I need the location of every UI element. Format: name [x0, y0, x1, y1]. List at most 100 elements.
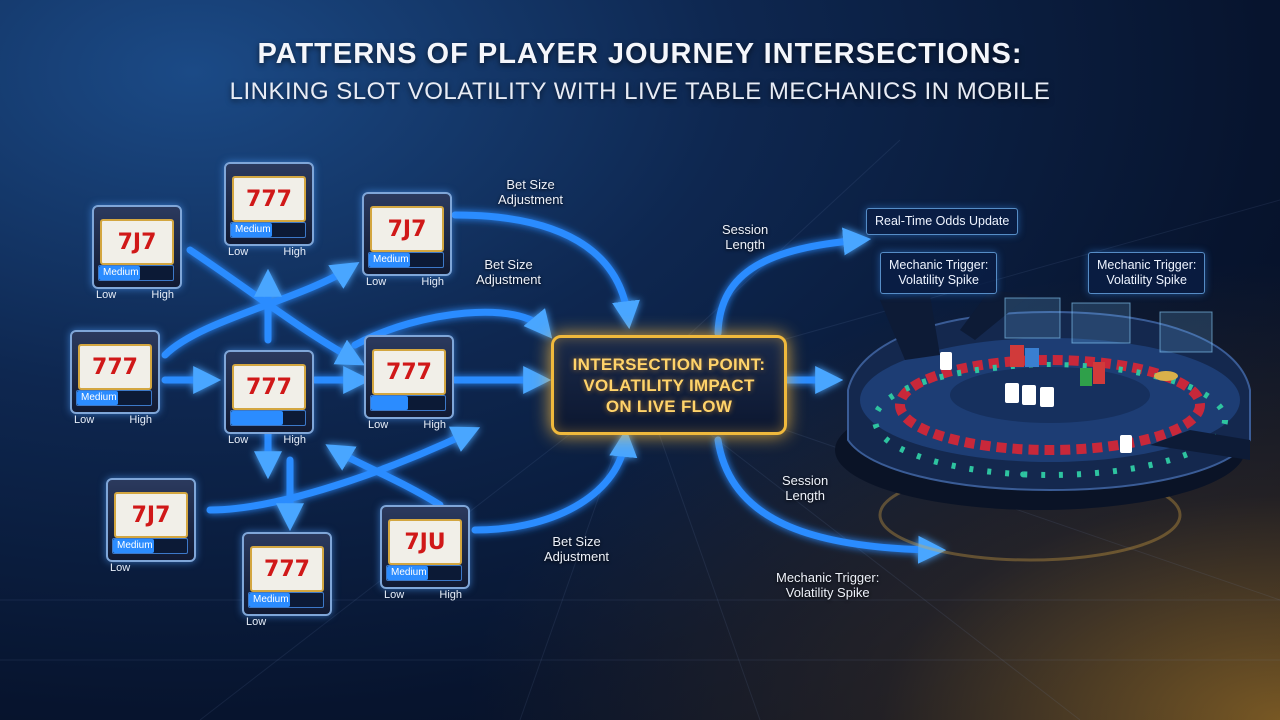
playing-card: [1120, 435, 1132, 453]
low-label: Low: [228, 434, 249, 446]
session-length-line-2: Length: [725, 237, 765, 252]
volatility-bar: Medium: [386, 565, 462, 581]
mechanic-trigger-line-2: Volatility Spike: [898, 273, 979, 287]
flow-arrow: [186, 246, 365, 366]
slot-machine: 7J7 Medium Low High: [92, 205, 182, 313]
holo-panel: [1159, 311, 1213, 353]
low-label: Low: [228, 246, 249, 258]
chip-stacks: [1010, 345, 1178, 386]
volatility-bar: Medium: [230, 222, 306, 238]
slot-reels: 777: [250, 546, 324, 592]
session-length-line-1: Session: [722, 222, 769, 237]
slot-machine: 7J7 Medium Low High: [362, 192, 452, 300]
mechanic-trigger-line-1: Mechanic Trigger:: [1097, 258, 1197, 272]
bet-size-line-2: Adjustment: [544, 549, 610, 564]
volatility-fill: [113, 539, 154, 553]
dealer-arm: [880, 295, 940, 360]
intersection-line-1: INTERSECTION POINT:: [572, 354, 766, 374]
reel-symbols: 7J7: [131, 502, 171, 528]
volatility-fill: [369, 253, 410, 267]
low-label: Low: [96, 289, 117, 301]
volatility-bar: Medium: [98, 265, 174, 281]
session-length-label: Session Length: [722, 222, 768, 252]
slot-machine: 777 Low High: [224, 350, 314, 458]
mechanic-trigger-line-1: Mechanic Trigger:: [889, 258, 989, 272]
slot-reels: 7JU: [388, 519, 462, 565]
volatility-fill: [249, 593, 290, 607]
slot-machine: 7J7 Medium Low: [106, 478, 196, 586]
slot-machine: 7JU Medium Low High: [380, 505, 470, 613]
intersection-line-2: VOLATILITY IMPACT: [583, 375, 755, 395]
reel-symbols: 7J7: [117, 229, 157, 255]
volatility-fill: [231, 223, 272, 237]
volatility-bar: Medium: [368, 252, 444, 268]
volatility-label: Medium: [81, 392, 117, 403]
flow-arrow: [351, 308, 553, 349]
reel-symbols: 777: [92, 354, 138, 380]
bet-size-line-1: Bet Size: [552, 534, 601, 549]
real-time-odds-tag: Real-Time Odds Update: [866, 208, 1019, 235]
low-label: Low: [74, 414, 95, 426]
low-label: Low: [384, 589, 405, 601]
high-label: High: [423, 419, 446, 431]
high-label: High: [421, 276, 444, 288]
table-chip-ring: [872, 362, 1228, 478]
table-inner-ring: [895, 355, 1205, 455]
slot-reels: 7J7: [114, 492, 188, 538]
flow-arrow: [714, 227, 872, 337]
bet-size-line-2: Adjustment: [498, 192, 564, 207]
mechanic-trigger-line-2: Volatility Spike: [785, 585, 870, 600]
volatility-bar: [370, 395, 446, 411]
low-label: Low: [246, 616, 267, 628]
intersection-point-node: INTERSECTION POINT: VOLATILITY IMPACT ON…: [551, 335, 787, 435]
title-line-1: PATTERNS OF PLAYER JOURNEY INTERSECTIONS…: [257, 38, 1023, 70]
volatility-label: Medium: [373, 254, 409, 265]
reel-symbols: 777: [246, 374, 292, 400]
flow-arrow: [161, 261, 360, 359]
playing-card: [1040, 387, 1054, 407]
reel-symbols: 7JU: [404, 529, 446, 555]
slot-machine: 777 Medium Low: [242, 532, 332, 640]
volatility-fill: [99, 266, 140, 280]
reel-symbols: 777: [264, 556, 310, 582]
volatility-label: Medium: [117, 540, 153, 551]
slot-machine: 777 Low High: [364, 335, 454, 443]
reel-symbols: 7J7: [387, 216, 427, 242]
slot-reels: 7J7: [100, 219, 174, 265]
player-arm: [1150, 430, 1250, 460]
playing-card: [1005, 383, 1019, 403]
session-length-line-1: Session: [782, 473, 829, 488]
volatility-fill: [387, 566, 428, 580]
volatility-bar: [230, 410, 306, 426]
slot-reels: 777: [232, 176, 306, 222]
slot-reels: 777: [232, 364, 306, 410]
volatility-label: Medium: [253, 594, 289, 605]
mechanic-trigger-line-1: Mechanic Trigger:: [776, 570, 880, 585]
bet-size-line-2: Adjustment: [476, 272, 542, 287]
slot-machine: 777 Medium Low High: [224, 162, 314, 270]
low-label: Low: [110, 562, 131, 574]
volatility-label: Medium: [391, 567, 427, 578]
volatility-label: Medium: [103, 267, 139, 278]
dealer-arm: [960, 290, 1030, 340]
high-label: High: [151, 289, 174, 301]
low-label: Low: [368, 419, 389, 431]
holo-panel: [1071, 302, 1131, 344]
bet-size-label: Bet Size Adjustment: [476, 257, 541, 287]
mechanic-trigger-tag: Mechanic Trigger: Volatility Spike: [1088, 252, 1206, 294]
high-label: High: [283, 246, 306, 258]
high-label: High: [283, 434, 306, 446]
slot-reels: 7J7: [370, 206, 444, 252]
bet-size-line-1: Bet Size: [484, 257, 533, 272]
playing-card: [940, 352, 952, 370]
high-label: High: [439, 589, 462, 601]
volatility-fill: [371, 396, 408, 410]
bet-size-line-1: Bet Size: [506, 177, 555, 192]
low-label: Low: [366, 276, 387, 288]
bet-size-label: Bet Size Adjustment: [544, 534, 609, 564]
slot-reels: 777: [78, 344, 152, 390]
volatility-fill: [231, 411, 283, 425]
flow-arrow: [206, 426, 481, 514]
